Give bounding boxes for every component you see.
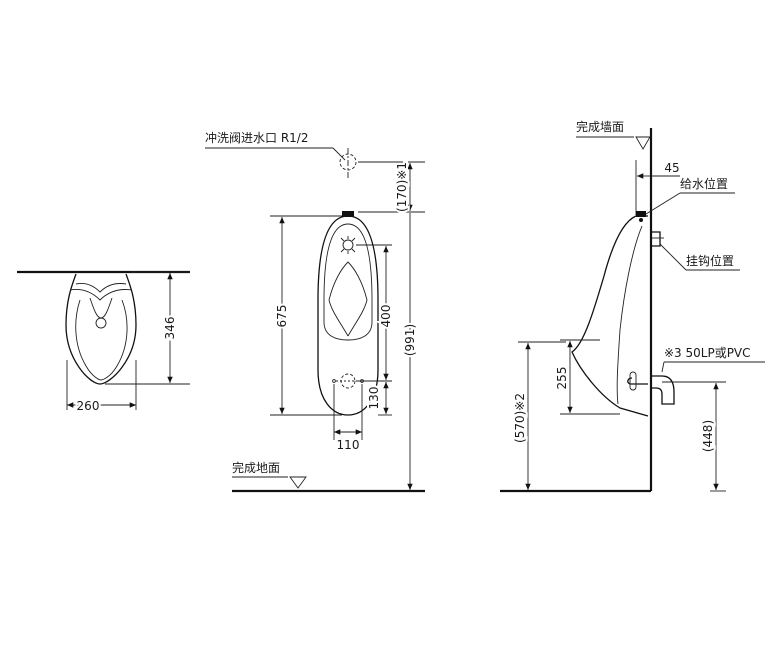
top-view-spud-circle xyxy=(95,317,107,329)
side-view: 完成墙面 45 给水位置 挂钩位置 ※3 50LP或PVC xyxy=(500,119,765,493)
front-width-dim: 110 xyxy=(337,438,360,452)
floor-label: 完成地面 xyxy=(232,460,280,475)
front-total-dim: (991) xyxy=(403,324,417,356)
top-view-width-dim: 260 xyxy=(77,399,100,413)
drain-height-dim: (448) xyxy=(701,420,715,452)
top-view-depth-dim: 346 xyxy=(163,317,177,340)
hanger-label: 挂钩位置 xyxy=(686,253,734,268)
lip-drain-dim: 255 xyxy=(555,367,569,390)
inlet-label: 冲洗阀进水口 R1/2 xyxy=(205,130,308,145)
water-supply-label: 给水位置 xyxy=(680,176,728,191)
drain-label: ※3 50LP或PVC xyxy=(664,346,751,360)
front-urinal-body xyxy=(317,215,379,416)
spud-cap xyxy=(342,211,354,217)
front-inlet-height-dim: (170)※1 xyxy=(395,162,409,212)
side-urinal-inner xyxy=(616,225,643,405)
rim-height-dim: (570)※2 xyxy=(513,393,527,443)
hanger-bracket xyxy=(652,231,661,247)
front-outlet-height-dim: 130 xyxy=(367,387,381,410)
front-view: 冲洗阀进水口 R1/2 675 (170)※1 xyxy=(205,130,425,493)
top-view: 260 346 xyxy=(17,270,190,415)
wall-offset-dim: 45 xyxy=(664,161,679,175)
spray-head xyxy=(342,239,354,251)
side-urinal-body xyxy=(571,215,649,417)
wall-level-symbol xyxy=(635,136,651,150)
top-view-shoulder xyxy=(69,289,133,301)
floor-level-symbol xyxy=(289,476,307,489)
top-view-bowl-outline xyxy=(65,273,137,385)
front-spud-outlet-dim: 400 xyxy=(379,305,393,328)
front-urinal-bowl xyxy=(323,223,373,341)
top-view-bowl-inner xyxy=(75,299,128,381)
front-height-dim: 675 xyxy=(275,305,289,328)
wall-label: 完成墙面 xyxy=(576,119,624,134)
